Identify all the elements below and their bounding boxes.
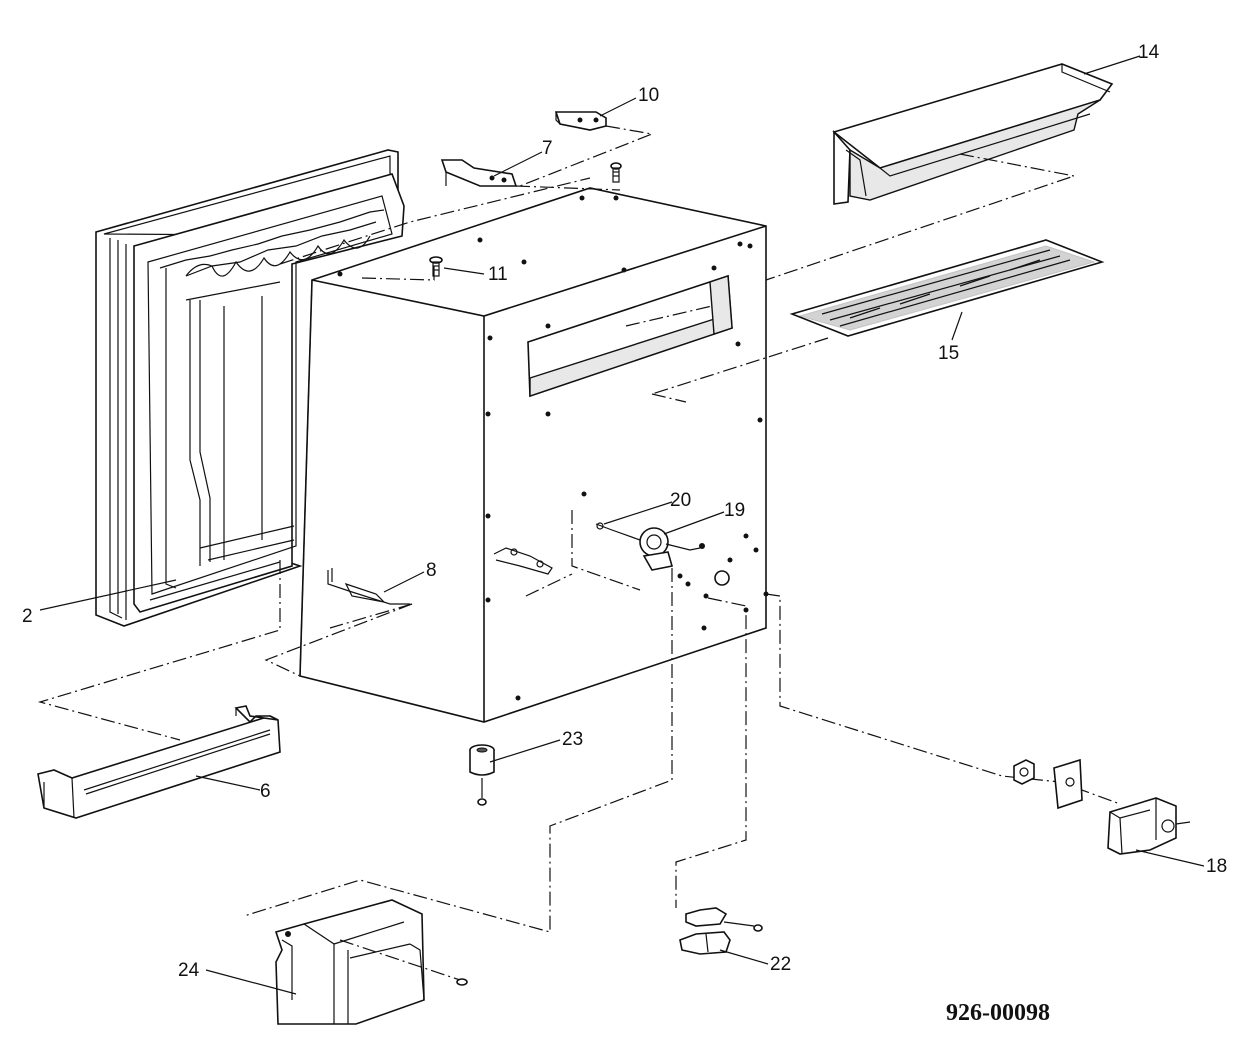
callout-24: 24 [178,960,200,981]
callout-11: 11 [488,264,508,285]
part-24-box [274,899,468,1025]
part-10-top-hinge [519,111,655,187]
callout-14: 14 [1138,42,1160,63]
callout-10: 10 [638,85,659,106]
callout-labels: 2 6 7 8 10 11 14 15 18 19 20 22 23 24 [22,42,1227,981]
callout-22: 22 [770,954,791,975]
leader-lines [39,55,1205,995]
callout-8: 8 [426,560,437,581]
part-19-dash-links [243,568,1121,933]
part-2-door [95,149,405,627]
part-11-screw [429,256,443,277]
part-18-switch [1013,758,1191,855]
part-8-hinge [327,568,413,629]
inner-bracket [493,547,553,575]
part-22-latch [679,907,763,955]
part-7-hinge [440,159,621,191]
callout-23: 23 [562,729,583,750]
cabinet-body [264,187,769,723]
callout-7: 7 [542,138,553,159]
callout-2: 2 [22,606,33,627]
part-23-foot [469,744,495,806]
part-20-pin [595,522,641,541]
callout-6: 6 [260,781,271,802]
part-19-thermostat [639,527,730,586]
document-number: 926-00098 [946,1000,1050,1026]
part-2-dash-links [37,177,591,741]
callout-18: 18 [1206,856,1227,877]
callout-19: 19 [724,500,745,521]
part-14-top-rail [765,63,1114,281]
top-screw [610,162,622,183]
callout-20: 20 [670,490,691,511]
callout-15: 15 [938,343,959,364]
part-6-shelf [37,705,281,819]
part-15-grille [651,239,1105,395]
